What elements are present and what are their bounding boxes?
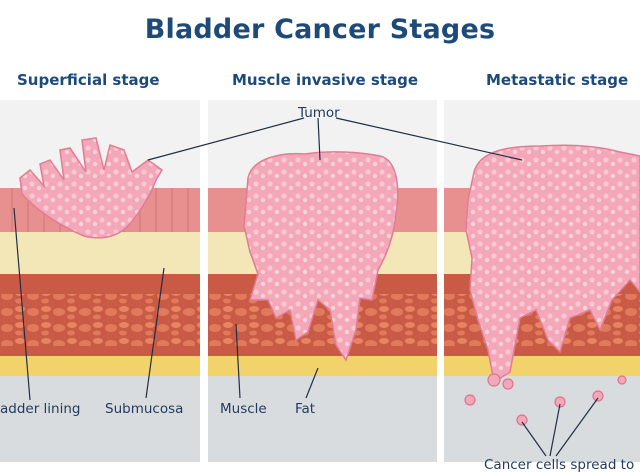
label-spread: Cancer cells spread to [484, 457, 635, 473]
spreading-cells [464, 373, 627, 426]
stage-label-metastatic: Metastatic stage [486, 71, 629, 89]
label-tumor: Tumor [298, 105, 340, 121]
label-fat: Fat [295, 401, 316, 417]
tumor-superficial [19, 137, 163, 239]
tumor-muscle-invasive [243, 151, 399, 362]
stage-label-superficial: Superficial stage [17, 71, 160, 89]
label-submucosa: Submucosa [105, 401, 184, 417]
stage-label-muscle-invasive: Muscle invasive stage [232, 71, 419, 89]
page-title: Bladder Cancer Stages [144, 14, 496, 45]
label-bladder-lining: adder lining [0, 401, 81, 417]
label-muscle: Muscle [220, 401, 267, 417]
